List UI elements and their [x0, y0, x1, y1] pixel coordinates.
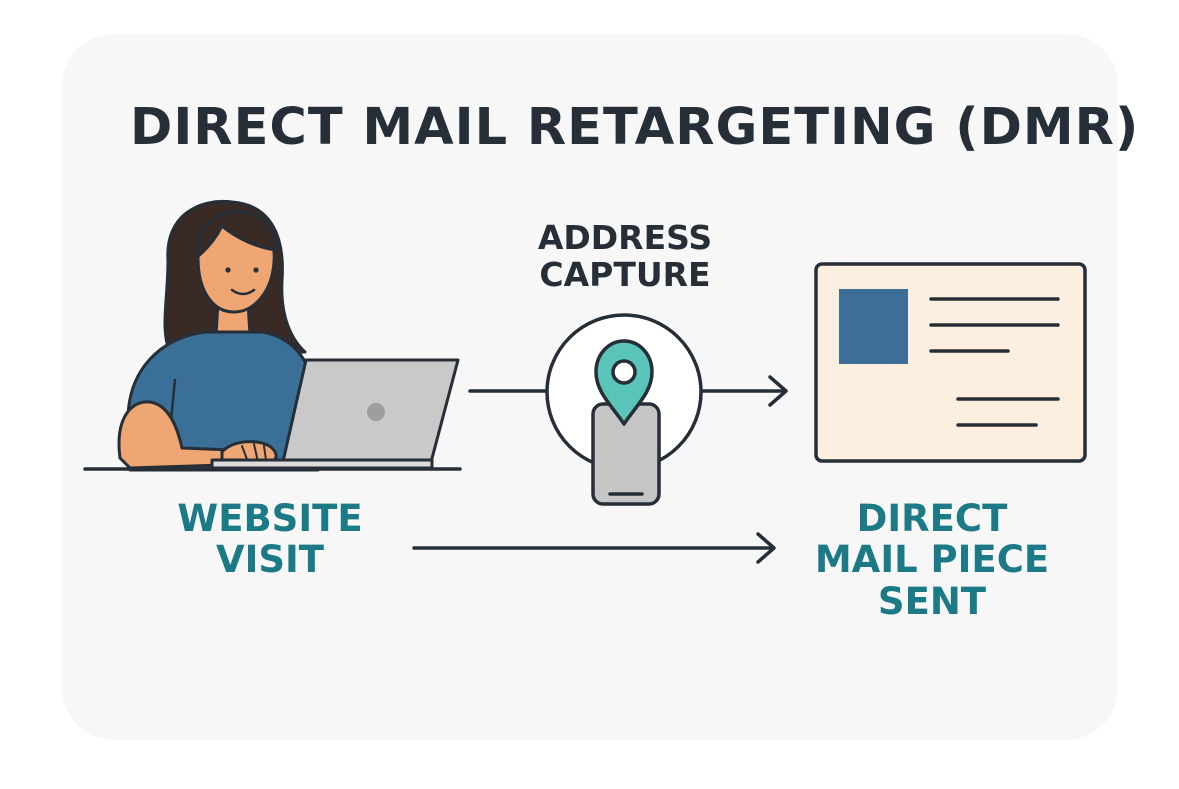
- arrow-right-icon: [412, 532, 776, 564]
- woman-at-laptop-icon: [83, 199, 462, 472]
- mail-sent-line-1: DIRECT: [856, 497, 1008, 540]
- location-pin-icon: [594, 339, 654, 426]
- address-capture-label: ADDRESS CAPTURE: [500, 218, 750, 294]
- diagram-title: DIRECT MAIL RETARGETING (DMR): [130, 98, 1140, 157]
- website-visit-line-1: WEBSITE: [177, 497, 363, 540]
- postcard-icon: [814, 262, 1087, 463]
- website-visit-line-2: VISIT: [215, 538, 325, 582]
- website-visit-label: WEBSITE VISIT: [140, 498, 400, 581]
- mail-sent-label: DIRECT MAIL PIECE SENT: [792, 497, 1072, 623]
- address-capture-line-2: CAPTURE: [539, 254, 711, 294]
- mail-sent-line-2: MAIL PIECE: [814, 538, 1050, 582]
- mail-sent-line-3: SENT: [877, 579, 987, 623]
- address-capture-line-1: ADDRESS: [537, 218, 713, 257]
- arrow-right-icon: [700, 375, 788, 407]
